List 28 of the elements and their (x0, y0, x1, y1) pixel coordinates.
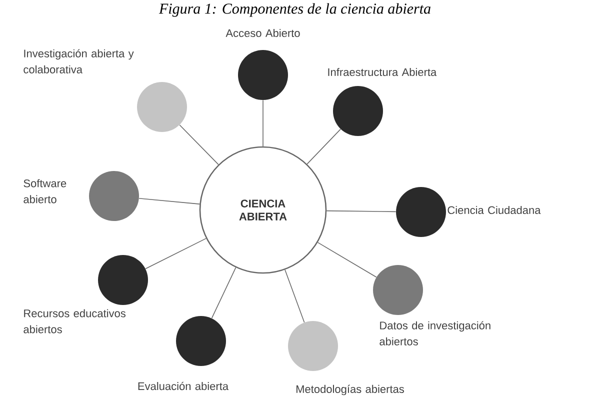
node-label: Ciencia Ciudadana (448, 206, 541, 214)
connector-line (284, 269, 305, 323)
circle-node (89, 171, 139, 221)
node-label: Datos de investigación abiertos (380, 321, 490, 346)
connector-line (179, 124, 219, 165)
connector-line (306, 128, 341, 164)
circle-node (176, 316, 226, 366)
figure-title: Figura 1: Componentes de la ciencia abierta (158, 3, 430, 17)
connector-line (262, 100, 264, 147)
node-label: Acceso Abierto (226, 28, 300, 38)
connector-line (138, 198, 200, 204)
node-label: Investigación abierta y colaborativa (24, 49, 134, 74)
node-label: Evaluación abierta (138, 382, 229, 390)
connector-line (145, 238, 206, 270)
circle-node (396, 187, 446, 237)
node-label: Infraestructura Abierta (328, 68, 437, 76)
circle-node (288, 321, 338, 371)
circle-node (238, 50, 288, 100)
connector-line (211, 267, 236, 319)
circle-node (333, 86, 383, 136)
node-label: Software abierto (24, 179, 66, 204)
circle-node (373, 265, 423, 315)
connector-line (326, 210, 396, 212)
connector-line (317, 242, 377, 278)
node-label: Metodologías abiertas (296, 384, 404, 396)
circle-node (137, 82, 187, 132)
circle-node (98, 255, 148, 305)
node-label: Recursos educativos abiertos (24, 309, 126, 334)
